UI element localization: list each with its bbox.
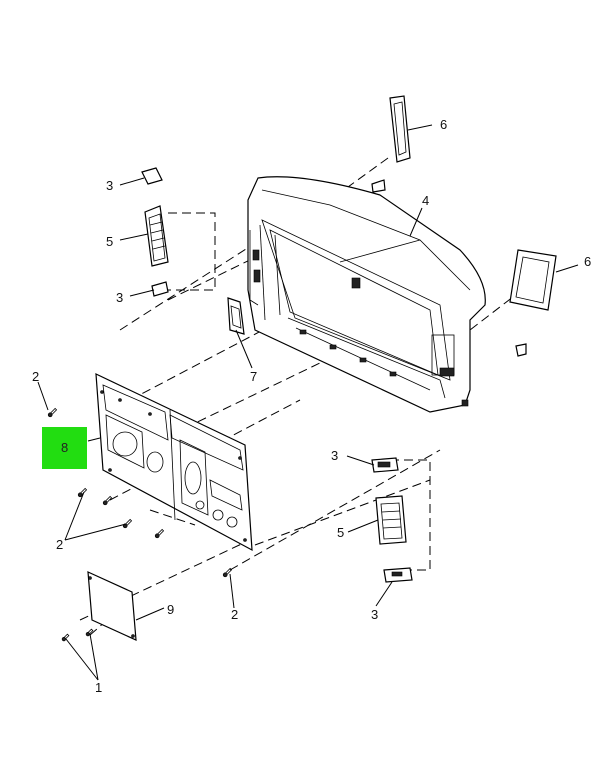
callout-2-lower-left: 2 (56, 537, 63, 552)
right-vent-clip-top-part (371, 457, 399, 473)
dash-panel-part (247, 176, 486, 413)
leader-lines (37, 124, 579, 681)
callout-5-right: 5 (337, 525, 344, 540)
callout-2-upper-left: 2 (32, 369, 39, 384)
cover-plate-part (87, 571, 137, 641)
gasket-right-part (509, 249, 557, 311)
mounting-panel-part (95, 373, 253, 552)
callout-5-left: 5 (106, 234, 113, 249)
callout-2-bottom: 2 (231, 607, 238, 622)
left-vent-clip-bottom-part (151, 281, 169, 297)
callout-3-left-top: 3 (106, 178, 113, 193)
callout-3-left-bottom: 3 (116, 290, 123, 305)
right-vent-clip-bottom-part (383, 567, 413, 583)
callout-3-right-top: 3 (331, 448, 338, 463)
callout-4: 4 (422, 193, 429, 208)
small-vent-part (227, 297, 245, 335)
left-vent-part (144, 205, 169, 267)
callout-9: 9 (167, 602, 174, 617)
callout-7: 7 (250, 369, 257, 384)
callout-6-right: 6 (584, 254, 591, 269)
right-vent-part (375, 495, 407, 545)
left-vent-clip-top-part (141, 167, 163, 185)
callout-8[interactable]: 8 (61, 440, 68, 455)
callout-1: 1 (95, 680, 102, 695)
clip-upper-part (371, 179, 386, 193)
highlight-box[interactable] (42, 427, 87, 469)
gasket-upper-part (389, 95, 411, 163)
callout-8-highlight[interactable]: 8 (42, 427, 87, 469)
callout-labels: 3 5 3 6 4 6 7 2 2 2 3 5 3 9 1 (32, 117, 591, 695)
callout-3-right-bottom: 3 (371, 607, 378, 622)
callout-6-top: 6 (440, 117, 447, 132)
clip-right-part (515, 343, 527, 357)
